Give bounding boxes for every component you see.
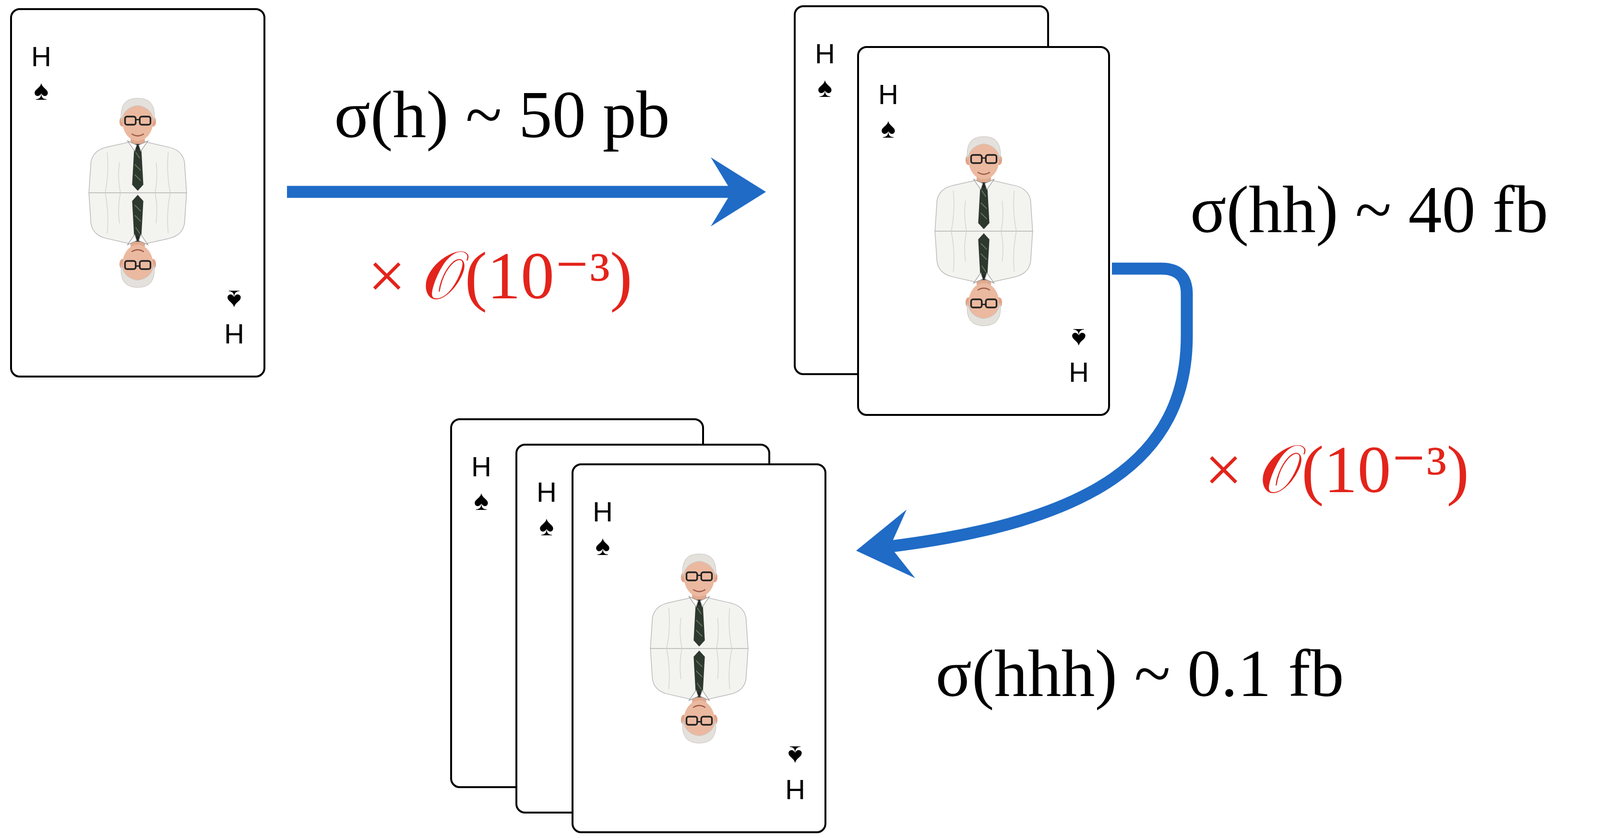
higgs-portrait bbox=[86, 95, 189, 290]
cross-section-label: σ(h) ~ 50 pb bbox=[334, 75, 670, 154]
suppression-factor: × 𝒪(10⁻³) bbox=[367, 237, 633, 315]
suppression-factor: × 𝒪(10⁻³) bbox=[1204, 430, 1469, 509]
card-index: H ♠ bbox=[814, 36, 836, 105]
playing-card: H ♠ H ♠ bbox=[857, 46, 1111, 417]
card-index: H ♠ bbox=[536, 475, 557, 543]
cross-section-label: σ(hhh) ~ 0.1 fb bbox=[935, 634, 1344, 713]
card-index: H ♠ bbox=[785, 739, 806, 807]
cross-section-label: σ(hh) ~ 40 fb bbox=[1190, 170, 1549, 249]
card-index: H ♠ bbox=[1068, 322, 1089, 390]
flow-arrow bbox=[286, 186, 733, 199]
arrow-head bbox=[856, 509, 916, 579]
card-index: H ♠ bbox=[471, 450, 492, 518]
card-index: H ♠ bbox=[224, 283, 245, 351]
higgs-portrait bbox=[648, 551, 751, 746]
higgs-portrait bbox=[932, 134, 1035, 329]
card-index: H ♠ bbox=[592, 495, 613, 563]
card-index: H ♠ bbox=[31, 39, 52, 108]
playing-card: H ♠ H ♠ bbox=[571, 463, 827, 834]
arrow-head bbox=[710, 157, 766, 227]
playing-card: H ♠ H ♠ bbox=[10, 8, 266, 378]
card-index: H ♠ bbox=[878, 77, 899, 145]
